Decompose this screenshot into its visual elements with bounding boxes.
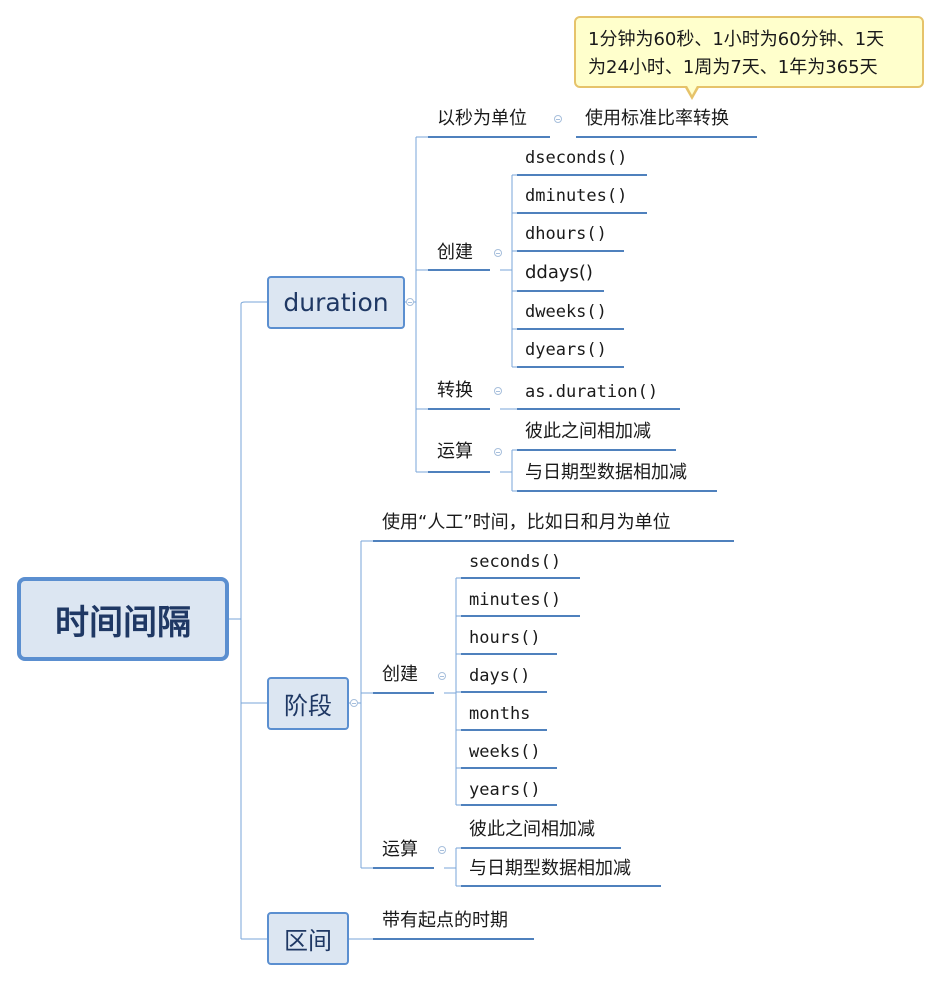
topic-duration-unit[interactable]: 以秒为单位 (437, 108, 527, 129)
period-create-item[interactable]: weeks() (469, 742, 541, 762)
topic-period-create[interactable]: 创建 (382, 664, 418, 685)
callout-line-2: 为24小时、1周为7天、1年为365天 (588, 57, 878, 78)
period-ops-item[interactable]: 彼此之间相加减 (469, 819, 595, 840)
topic-period-desc[interactable]: 使用“人工”时间，比如日和月为单位 (382, 512, 671, 533)
duration-ops-item[interactable]: 彼此之间相加减 (525, 421, 651, 442)
collapse-toggle-icon[interactable] (494, 249, 502, 257)
duration-create-item[interactable]: dweeks() (525, 302, 607, 322)
period-create-item[interactable]: hours() (469, 628, 541, 648)
topic-duration-unit-detail[interactable]: 使用标准比率转换 (585, 108, 729, 129)
collapse-toggle-icon[interactable] (438, 672, 446, 680)
period-create-item[interactable]: seconds() (469, 552, 562, 572)
topic-interval-label: 区间 (284, 927, 332, 955)
period-create-item[interactable]: months (469, 704, 531, 724)
period-create-item[interactable]: years() (469, 780, 541, 800)
duration-create-item[interactable]: dhours() (525, 224, 607, 244)
collapse-toggle-icon[interactable] (406, 298, 414, 306)
root-topic[interactable]: 时间间隔 (17, 577, 229, 661)
topic-period[interactable]: 阶段 (267, 677, 349, 730)
topic-interval-desc[interactable]: 带有起点的时期 (382, 910, 508, 931)
duration-convert-item[interactable]: as.duration() (525, 382, 659, 402)
topic-duration-ops[interactable]: 运算 (437, 441, 473, 462)
topic-duration-convert[interactable]: 转换 (437, 380, 473, 401)
callout-note[interactable]: 1分钟为60秒、1小时为60分钟、1天 为24小时、1周为7天、1年为365天 (574, 16, 924, 88)
collapse-toggle-icon[interactable] (494, 387, 502, 395)
root-topic-label: 时间间隔 (55, 602, 191, 643)
duration-create-item[interactable]: dyears() (525, 340, 607, 360)
duration-create-item[interactable]: dseconds() (525, 148, 628, 168)
topic-period-label: 阶段 (284, 692, 332, 720)
callout-line-1: 1分钟为60秒、1小时为60分钟、1天 (588, 29, 885, 50)
callout-pointer-fill (686, 84, 698, 95)
topic-period-ops[interactable]: 运算 (382, 839, 418, 860)
period-create-item[interactable]: minutes() (469, 590, 562, 610)
topic-interval[interactable]: 区间 (267, 912, 349, 965)
duration-create-item[interactable]: ddays() (525, 262, 593, 283)
duration-ops-item[interactable]: 与日期型数据相加减 (525, 462, 687, 483)
topic-duration-label: duration (283, 288, 389, 317)
period-ops-item[interactable]: 与日期型数据相加减 (469, 858, 631, 879)
collapse-toggle-icon[interactable] (554, 115, 562, 123)
collapse-toggle-icon[interactable] (350, 699, 358, 707)
duration-create-item[interactable]: dminutes() (525, 186, 628, 206)
collapse-toggle-icon[interactable] (438, 846, 446, 854)
topic-duration-create[interactable]: 创建 (437, 242, 473, 263)
collapse-toggle-icon[interactable] (494, 448, 502, 456)
topic-duration[interactable]: duration (267, 276, 405, 329)
period-create-item[interactable]: days() (469, 666, 531, 686)
